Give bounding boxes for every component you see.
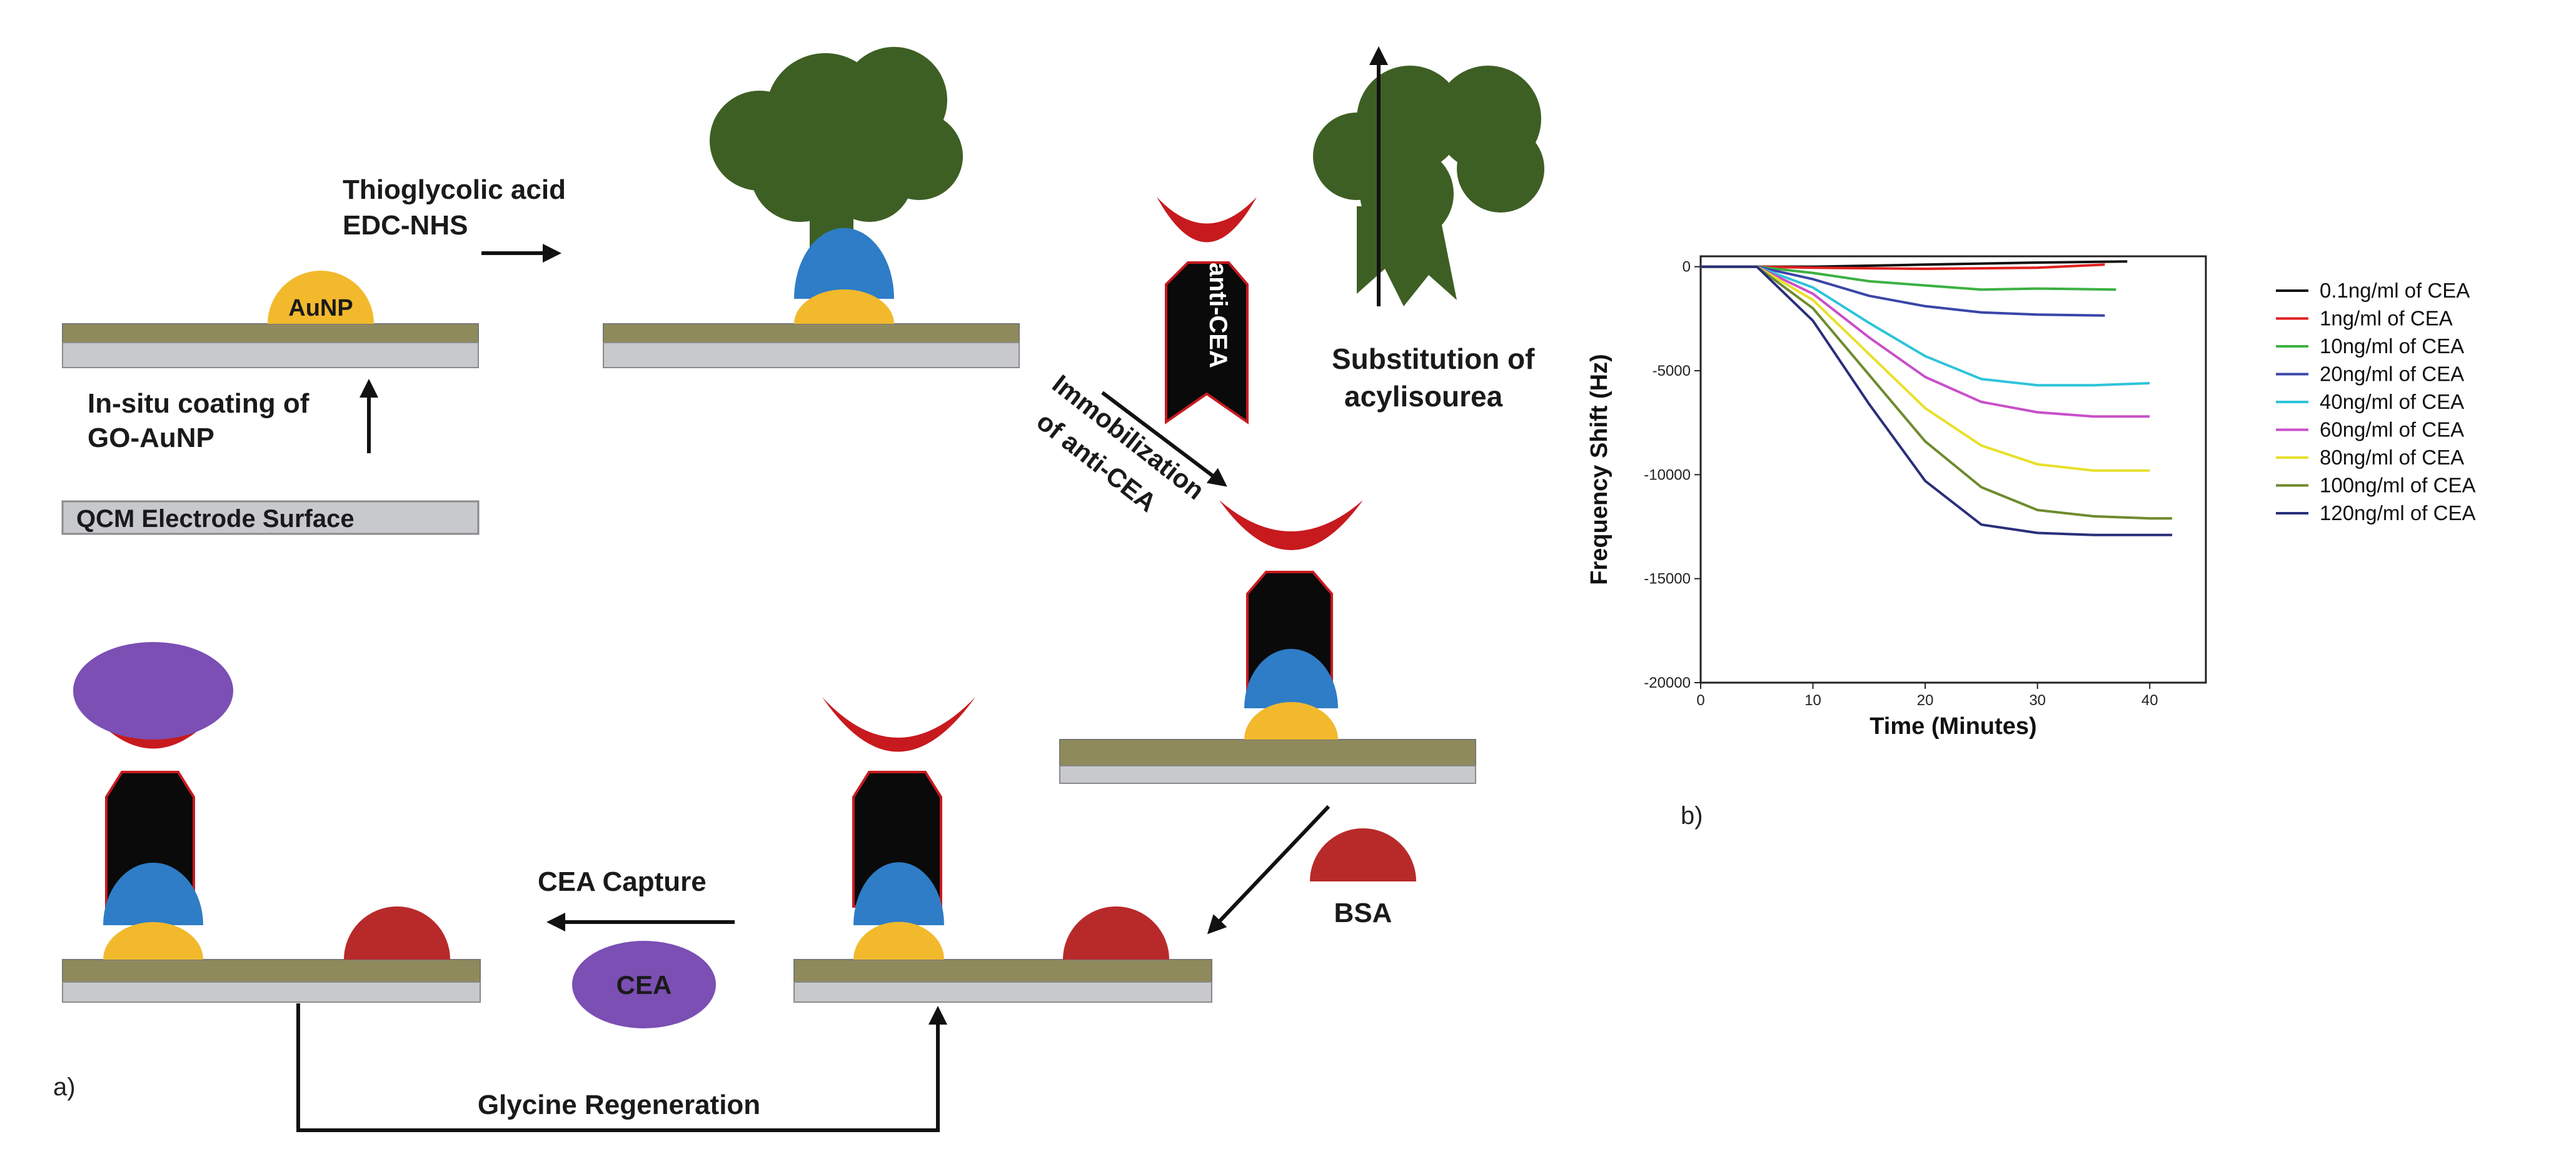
- panel-b-label: b): [1681, 802, 1703, 830]
- aunp-particle: [268, 271, 374, 324]
- thioglycolic-label-line2: EDC-NHS: [343, 210, 468, 241]
- legend-entry: 1ng/ml of CEA: [2320, 307, 2453, 330]
- x-tick-label: 30: [2029, 692, 2046, 709]
- electrode-captured: [62, 642, 481, 1003]
- x-axis-ticks: 0 10 20 30 40: [1696, 683, 2158, 709]
- cea-antigen-free: [572, 941, 716, 1028]
- electrode-aunp: [62, 271, 479, 368]
- legend-entry: 100ng/ml of CEA: [2320, 474, 2475, 497]
- aunp-core: [794, 289, 894, 324]
- y-tick-label: -20000: [1644, 675, 1691, 691]
- glycine-regeneration-label: Glycine Regeneration: [478, 1090, 760, 1120]
- legend-entry: 120ng/ml of CEA: [2320, 501, 2475, 524]
- y-axis-ticks: 0 -5000 -10000 -15000 -20000: [1644, 259, 1701, 691]
- legend-entry: 0.1ng/ml of CEA: [2320, 279, 2470, 302]
- go-layer: [794, 228, 894, 299]
- qcm-electrode-bare: [61, 500, 480, 535]
- bsa-label: BSA: [1334, 898, 1392, 928]
- legend-entry: 60ng/ml of CEA: [2320, 418, 2464, 441]
- qcm-electrode-label: QCM Electrode Surface: [76, 505, 355, 533]
- legend-entry: 40ng/ml of CEA: [2320, 390, 2464, 413]
- chart-legend: 0.1ng/ml of CEA 1ng/ml of CEA 10ng/ml of C…: [2276, 279, 2475, 524]
- bsa-arrow: [1207, 805, 1331, 935]
- electrode-anticea: [1059, 500, 1476, 784]
- edc-nhs-canopy: [710, 47, 963, 222]
- x-tick-label: 40: [2141, 692, 2158, 709]
- y-tick-label: -5000: [1653, 363, 1691, 379]
- y-tick-label: -10000: [1644, 466, 1691, 483]
- anticea-label: anti-CEA: [1204, 263, 1232, 368]
- acylisourea-leaving: [1313, 66, 1544, 306]
- x-tick-label: 10: [1804, 692, 1821, 709]
- aunp-label: AuNP: [288, 295, 353, 321]
- plot-frame: [1699, 255, 2207, 684]
- bsa-blob: [1310, 828, 1416, 881]
- x-tick-label: 20: [1917, 692, 1934, 709]
- y-axis-label: Frequency Shift (Hz): [1586, 354, 1613, 585]
- panel-b-chart: 0 10 20 30 40 0 -5000 -10000 -15000 -20000 Time …: [1586, 255, 2475, 740]
- electrode-blocked: [793, 697, 1212, 1003]
- legend-entry: 10ng/ml of CEA: [2320, 334, 2464, 358]
- substitution-label-line1: Substitution of: [1332, 343, 1535, 375]
- y-tick-label: -15000: [1644, 571, 1691, 588]
- substitution-label-line2: acylisourea: [1344, 380, 1503, 413]
- series-line-6: [1701, 265, 2150, 472]
- panel-a-label: a): [53, 1073, 76, 1101]
- x-tick-label: 0: [1696, 692, 1704, 709]
- series-line-5: [1701, 265, 2150, 418]
- thioglycolic-label-line1: Thioglycolic acid: [343, 174, 566, 205]
- anticea-floating: anti-CEA: [1157, 197, 1257, 424]
- legend-entry: 80ng/ml of CEA: [2320, 446, 2464, 469]
- series-line-3: [1701, 265, 2105, 317]
- x-axis-label: Time (Minutes): [1869, 713, 2036, 740]
- series-lines: [1701, 260, 2173, 536]
- legend-entry: 20ng/ml of CEA: [2320, 363, 2464, 386]
- series-line-4: [1701, 265, 2150, 387]
- y-tick-label: 0: [1683, 259, 1691, 276]
- series-line-7: [1701, 265, 2173, 520]
- insitu-label-line1: In-situ coating of: [88, 388, 309, 419]
- insitu-label-line2: GO-AuNP: [88, 423, 214, 453]
- cea-antigen-bound: [73, 642, 233, 740]
- cea-label: CEA: [616, 970, 672, 1000]
- panel-a-diagram: QCM Electrode Surface In-situ coating of…: [53, 46, 1544, 1132]
- immobilization-arrow: [1101, 391, 1227, 487]
- glycine-regeneration-arrow: [296, 1003, 947, 1132]
- cea-capture-label: CEA Capture: [538, 866, 707, 897]
- series-line-8: [1701, 265, 2173, 536]
- electrode-activated: [603, 47, 1020, 368]
